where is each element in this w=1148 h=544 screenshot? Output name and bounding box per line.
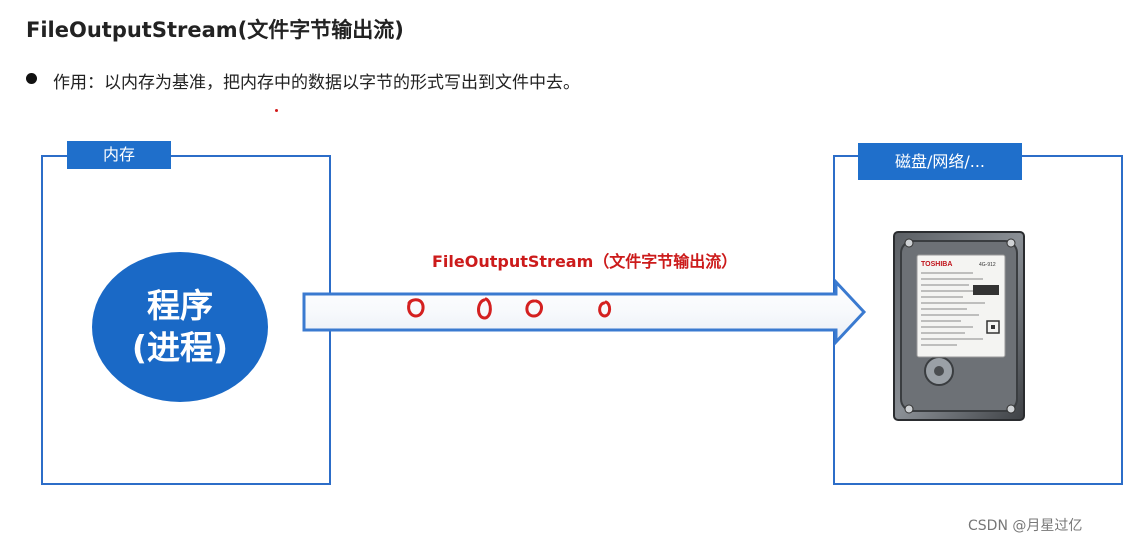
memory-tab-label: 内存 <box>67 141 171 169</box>
program-circle: 程序 (进程) <box>92 252 268 402</box>
process-label: (进程) <box>131 328 229 367</box>
handwritten-zero-1 <box>407 298 425 318</box>
stream-arrow <box>302 278 867 346</box>
program-label: 程序 <box>147 286 213 325</box>
red-dot-mark <box>275 109 278 112</box>
stream-label: FileOutputStream（文件字节输出流） <box>432 252 738 271</box>
handwritten-zeros <box>407 297 612 320</box>
handwritten-zero-4 <box>598 300 612 318</box>
page-title: FileOutputStream(文件字节输出流) <box>26 18 404 42</box>
hard-disk-icon: TOSHIBA 4G-912 <box>893 231 1025 421</box>
bullet-dot-icon <box>26 73 37 84</box>
watermark: CSDN @月星过亿 <box>968 518 1083 534</box>
svg-text:TOSHIBA: TOSHIBA <box>921 261 952 268</box>
svg-text:4G-912: 4G-912 <box>979 262 996 268</box>
handwritten-zero-2 <box>477 297 492 320</box>
disk-tab-label: 磁盘/网络/... <box>858 143 1022 180</box>
bullet-text: 作用：以内存为基准，把内存中的数据以字节的形式写出到文件中去。 <box>53 73 580 93</box>
stream-arrow-shape <box>302 278 867 346</box>
handwritten-zero-3 <box>525 299 543 318</box>
